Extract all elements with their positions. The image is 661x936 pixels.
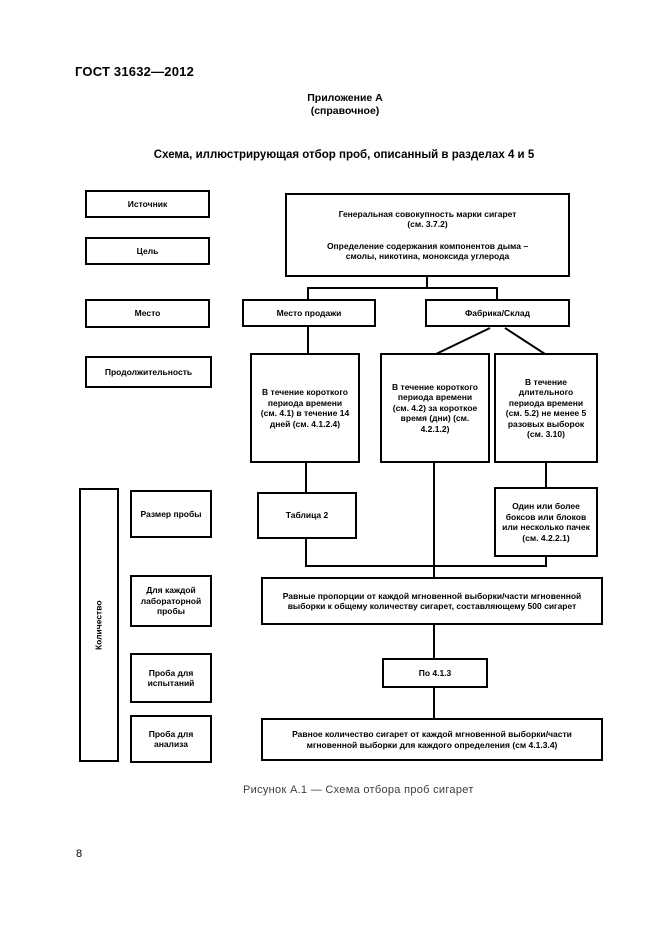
connector-line [433,625,435,658]
label-box-sample-size: Размер пробы [130,490,212,538]
flow-box-short-period-sale: В течение короткого периода времени (см.… [250,353,360,463]
connector-line [307,287,498,289]
connector-line [305,463,307,492]
connector-line [496,287,498,299]
flow-box-table2: Таблица 2 [257,492,357,539]
connector-line [305,565,547,567]
connector-line [307,287,309,299]
page-number: 8 [76,848,83,860]
appendix-subtitle: (справочное) [310,105,380,117]
connector-line [426,277,428,289]
quantity-rotated-text: Количество [93,600,104,650]
flow-box-long-period-factory: В течение длительного периода времени (с… [494,353,598,463]
population-ref: (см. 3.7.2) [407,219,448,229]
connector-line [307,327,309,353]
label-box-analysis-sample: Проба для анализа [130,715,212,763]
flow-box-short-period-factory: В течение короткого периода времени (см.… [380,353,490,463]
flow-box-boxes-blocks-packs: Один или более боксов или блоков или нес… [494,487,598,557]
connector-line [545,557,547,567]
label-box-source: Источник [85,190,210,218]
flow-box-equal-quantity: Равное количество сигарет от каждой мгно… [261,718,603,761]
population-text: Генеральная совокупность марки сигарет (… [339,209,517,230]
flow-box-factory-warehouse: Фабрика/Склад [425,299,570,327]
connector-line [545,463,547,487]
label-box-purpose: Цель [85,237,210,265]
label-box-place: Место [85,299,210,328]
connector-line [433,463,435,577]
label-box-duration: Продолжительность [85,356,212,388]
flow-box-per-clause-413: По 4.1.3 [382,658,488,688]
figure-caption: Рисунок А.1 — Схема отбора проб сигарет [243,784,474,796]
connector-line [305,539,307,567]
appendix-title: Приложение А [307,92,383,104]
appendix-heading: Приложение А (справочное) [307,92,383,118]
flow-box-population: Генеральная совокупность марки сигарет (… [285,193,570,277]
label-box-per-lab-sample: Для каждой лабораторной пробы [130,575,212,627]
purpose-text: Определение содержания компонентов дыма … [326,240,529,262]
connector-line [433,688,435,718]
document-number: ГОСТ 31632—2012 [75,64,194,79]
scheme-title: Схема, иллюстрирующая отбор проб, описан… [153,149,535,161]
population-line: Генеральная совокупность марки сигарет [338,208,517,219]
flow-box-place-of-sale: Место продажи [242,299,376,327]
flow-box-equal-proportions: Равные пропорции от каждой мгновенной вы… [261,577,603,625]
label-box-quantity: Количество [79,488,119,762]
label-box-test-sample: Проба для испытаний [130,653,212,703]
